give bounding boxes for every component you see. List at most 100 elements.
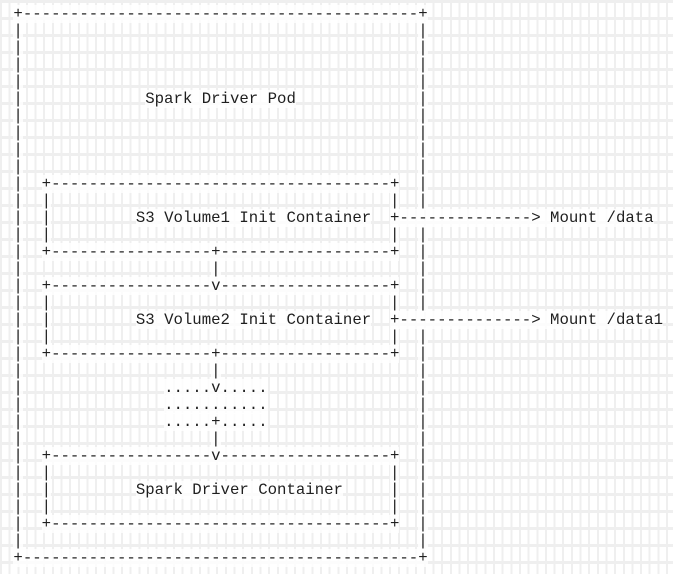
diagram-run: | (390, 498, 400, 516)
diagram-run: | (13, 243, 23, 261)
diagram-line: | | (4, 124, 663, 142)
diagram-run: | (211, 260, 221, 278)
diagram-run: | (13, 515, 23, 533)
init-container-1-label: S3 Volume1 Init Container (135, 209, 372, 227)
diagram-line: | ........... | (4, 396, 663, 414)
diagram-line: +---------------------------------------… (4, 549, 663, 567)
diagram-run: +---------------------------------------… (13, 549, 428, 567)
diagram-run: | (418, 328, 428, 346)
diagram-run: | (13, 362, 23, 380)
diagram-run: +-----------------v------------------+ (41, 277, 400, 295)
diagram-run: +---------------------------------------… (13, 5, 428, 23)
diagram-run: | (13, 345, 23, 363)
diagram-run: | (13, 107, 23, 125)
diagram-run: | (41, 498, 52, 516)
diagram-run: .....v..... (164, 379, 268, 397)
diagram-run: | (13, 277, 23, 295)
diagram-run: | (13, 396, 23, 414)
diagram-run: | (41, 328, 52, 346)
diagram-run: | (13, 175, 23, 193)
diagram-run: | (41, 481, 52, 499)
diagram-line: | | S3 Volume2 Init Container +---------… (4, 311, 664, 329)
diagram-run: | (390, 464, 400, 482)
diagram-run: | (13, 22, 23, 40)
diagram-run: | (41, 209, 52, 227)
diagram-run: | (13, 141, 23, 159)
diagram-run: | (418, 447, 428, 465)
diagram-line: | | | | (4, 226, 663, 244)
diagram-run: | (13, 294, 23, 312)
diagram-run: | (211, 362, 221, 380)
diagram-run: | (418, 430, 428, 448)
diagram-line: | .....v..... | (4, 379, 663, 397)
diagram-run: | (13, 481, 23, 499)
diagram-line: | | | (4, 362, 663, 380)
diagram-run: | (13, 311, 23, 329)
mount-1-label: +--------------> Mount /data1 (390, 311, 664, 329)
diagram-line: | +------------------------------------+… (4, 515, 663, 533)
diagram-run: | (418, 260, 428, 278)
diagram-run: | (41, 311, 52, 329)
diagram-line: | +-----------------v------------------+… (4, 447, 663, 465)
diagram-run: ........... (164, 396, 268, 414)
diagram-line: | | (4, 56, 663, 74)
diagram-run: | (418, 345, 428, 363)
diagram-run: | (418, 294, 428, 312)
diagram-line: | | | (4, 260, 663, 278)
diagram-run: | (13, 39, 23, 57)
diagram-run: | (13, 260, 23, 278)
diagram-line: | | (4, 158, 663, 176)
diagram-run: | (418, 396, 428, 414)
spark-driver-pod-ascii-diagram: +---------------------------------------… (4, 5, 664, 567)
diagram-run: | (13, 56, 23, 74)
diagram-run: | (41, 226, 52, 244)
diagram-run: | (418, 226, 428, 244)
diagram-run: | (418, 192, 428, 210)
diagram-run: | (41, 192, 52, 210)
diagram-run: | (418, 39, 428, 57)
diagram-run: | (418, 73, 428, 91)
diagram-line: | Spark Driver Pod | (4, 90, 663, 108)
diagram-run: +-----------------+------------------+ (41, 345, 400, 363)
diagram-line: | | (4, 141, 663, 159)
diagram-run: | (418, 175, 428, 193)
mount-1-label: +--------------> Mount /data (390, 209, 654, 227)
diagram-run: | (13, 447, 23, 465)
diagram-line: | +-----------------+------------------+… (4, 243, 663, 261)
diagram-line: | | (4, 73, 663, 91)
diagram-run: | (13, 90, 23, 108)
pod-label: Spark Driver Pod (145, 90, 296, 108)
diagram-run: | (13, 464, 23, 482)
diagram-line: | | Spark Driver Container | | (4, 481, 663, 499)
diagram-run: | (13, 192, 23, 210)
diagram-line: | | (4, 107, 663, 125)
diagram-run: | (418, 90, 428, 108)
diagram-run: | (418, 22, 428, 40)
diagram-line: | | | | (4, 328, 663, 346)
diagram-line: | +-----------------v------------------+… (4, 277, 663, 295)
diagram-run: | (418, 56, 428, 74)
diagram-run: +-----------------v------------------+ (41, 447, 400, 465)
diagram-line: | +-----------------+------------------+… (4, 345, 663, 363)
diagram-line: | +------------------------------------+… (4, 175, 663, 193)
diagram-line: | | | (4, 430, 663, 448)
diagram-run: | (13, 328, 23, 346)
diagram-run: | (418, 277, 428, 295)
init-container-2-label: S3 Volume2 Init Container (135, 311, 372, 329)
diagram-run: | (418, 532, 428, 550)
diagram-run: | (390, 192, 400, 210)
diagram-run: | (418, 379, 428, 397)
diagram-run: | (13, 413, 23, 431)
diagram-line: | | | | (4, 498, 663, 516)
diagram-line: | | | | (4, 464, 663, 482)
diagram-run: | (13, 124, 23, 142)
diagram-run: | (418, 107, 428, 125)
diagram-run: | (13, 498, 23, 516)
diagram-run: | (390, 481, 400, 499)
diagram-line: | .....+..... | (4, 413, 663, 431)
diagram-run: | (418, 464, 428, 482)
diagram-run: | (13, 158, 23, 176)
diagram-line: | | (4, 22, 663, 40)
diagram-run: | (13, 209, 23, 227)
diagram-run: | (418, 413, 428, 431)
